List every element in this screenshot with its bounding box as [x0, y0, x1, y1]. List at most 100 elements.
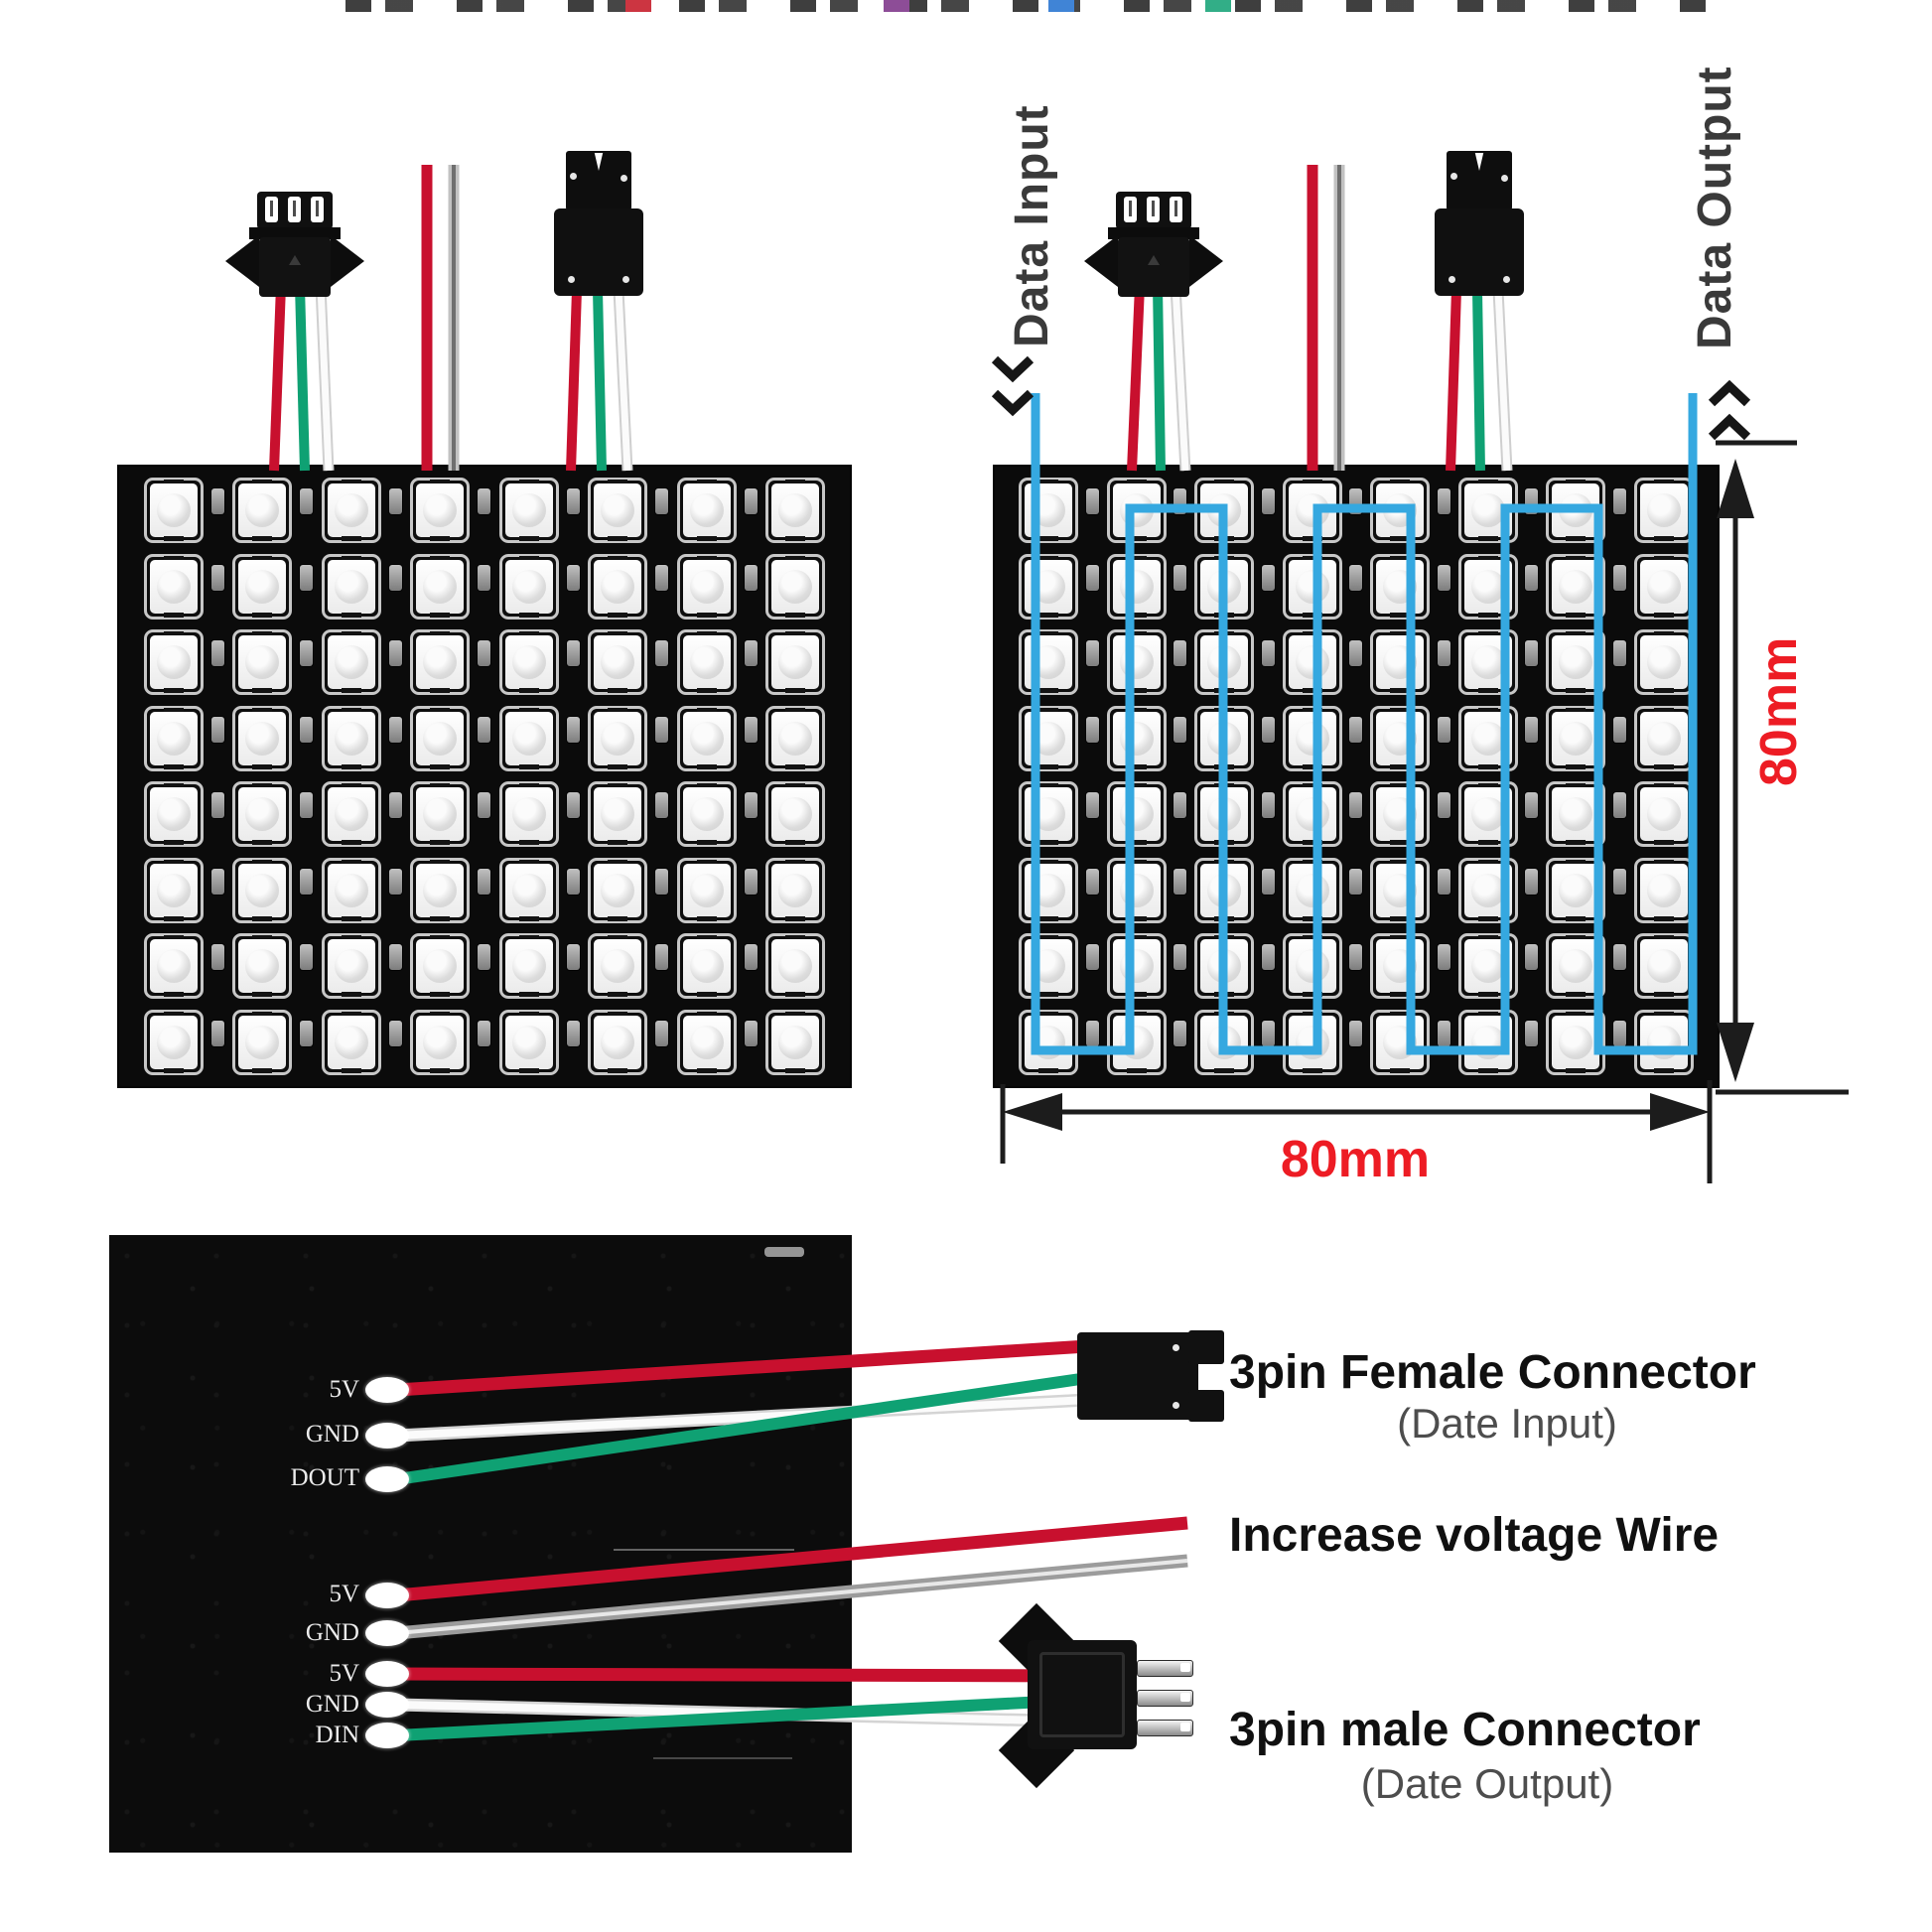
smd-component — [1085, 1020, 1099, 1046]
smd-component — [1525, 640, 1538, 666]
smd-component — [210, 868, 224, 895]
led — [676, 857, 737, 923]
connector-pin-cap — [1116, 192, 1191, 229]
sm-male-connector-icon — [1084, 192, 1223, 297]
led — [143, 781, 204, 848]
led — [1546, 1009, 1606, 1075]
led — [143, 933, 204, 1000]
smd-component — [1085, 792, 1099, 818]
width-dimension-value: 80mm — [1280, 1131, 1431, 1188]
led — [1633, 629, 1694, 696]
led — [321, 933, 381, 1000]
smd-component — [566, 564, 580, 591]
smd-component — [655, 488, 668, 514]
smd-component — [1173, 1020, 1186, 1046]
smd-component — [478, 868, 490, 895]
pad-label-din: DIN — [315, 1722, 359, 1748]
smd-component — [1085, 944, 1099, 970]
smd-component — [566, 944, 580, 970]
led — [321, 705, 381, 771]
smd-component — [388, 792, 402, 818]
smd-component — [1261, 716, 1275, 743]
led — [676, 629, 737, 696]
led — [321, 478, 381, 544]
led — [1633, 933, 1694, 1000]
smd-component — [388, 564, 402, 591]
smd-component — [655, 564, 668, 591]
led — [1370, 705, 1431, 771]
cropped-header-blue-mark — [1048, 0, 1074, 12]
smd-component — [1525, 716, 1538, 743]
led — [1370, 478, 1431, 544]
led — [143, 1009, 204, 1075]
smd-component — [1349, 1020, 1362, 1046]
sm-female-connector-icon — [1077, 1330, 1226, 1422]
led — [1282, 933, 1342, 1000]
male-connector-subtitle: (Date Output) — [1360, 1760, 1614, 1807]
led — [143, 857, 204, 923]
led — [410, 478, 471, 544]
smd-component — [478, 1020, 490, 1046]
smd-component — [300, 944, 313, 970]
smd-component — [388, 640, 402, 666]
led — [1106, 705, 1167, 771]
led — [1370, 553, 1431, 620]
smd-component — [744, 944, 758, 970]
smd-component — [1525, 1020, 1538, 1046]
smd-component — [1525, 868, 1538, 895]
led — [588, 857, 648, 923]
smd-component — [1261, 488, 1275, 514]
led — [765, 1009, 826, 1075]
led — [321, 553, 381, 620]
smd-component — [566, 640, 580, 666]
smd-component — [300, 792, 313, 818]
smd-component — [210, 716, 224, 743]
led — [410, 1009, 471, 1075]
smd-component — [1612, 488, 1626, 514]
led — [410, 781, 471, 848]
led — [232, 553, 293, 620]
led — [1633, 553, 1694, 620]
smd-component — [1612, 716, 1626, 743]
led — [765, 478, 826, 544]
smd-component — [388, 488, 402, 514]
smd-component — [655, 944, 668, 970]
smd-component — [1173, 868, 1186, 895]
led — [498, 781, 559, 848]
led — [143, 705, 204, 771]
pad-label-5v: 5V — [329, 1581, 359, 1607]
data-path-serpentine — [1031, 393, 1698, 1055]
smd-component — [1085, 868, 1099, 895]
smd-component — [655, 792, 668, 818]
pad-label-5v: 5V — [329, 1376, 359, 1403]
connector-pin-cap — [257, 192, 333, 229]
led-matrix-panel-front — [119, 467, 850, 1086]
smd-component — [655, 640, 668, 666]
led — [498, 553, 559, 620]
male-connector-title: 3pin male Connector — [1229, 1704, 1701, 1756]
width-dimension-arrow — [1000, 1080, 1713, 1183]
smd-component — [300, 564, 313, 591]
led — [765, 781, 826, 848]
led — [232, 1009, 293, 1075]
smd-component — [1261, 944, 1275, 970]
cropped-header-text — [328, 0, 1708, 12]
smd-component — [1612, 640, 1626, 666]
led — [232, 705, 293, 771]
smd-component — [1612, 944, 1626, 970]
led — [588, 1009, 648, 1075]
smd-component — [210, 564, 224, 591]
led — [232, 933, 293, 1000]
smd-component — [566, 868, 580, 895]
smd-component — [1349, 640, 1362, 666]
smd-component — [1437, 944, 1450, 970]
led — [1282, 629, 1342, 696]
led — [321, 857, 381, 923]
smd-component — [478, 640, 490, 666]
smd-component — [566, 1020, 580, 1046]
smd-component — [744, 792, 758, 818]
led — [765, 933, 826, 1000]
led — [1282, 857, 1342, 923]
smd-component — [1437, 1020, 1450, 1046]
